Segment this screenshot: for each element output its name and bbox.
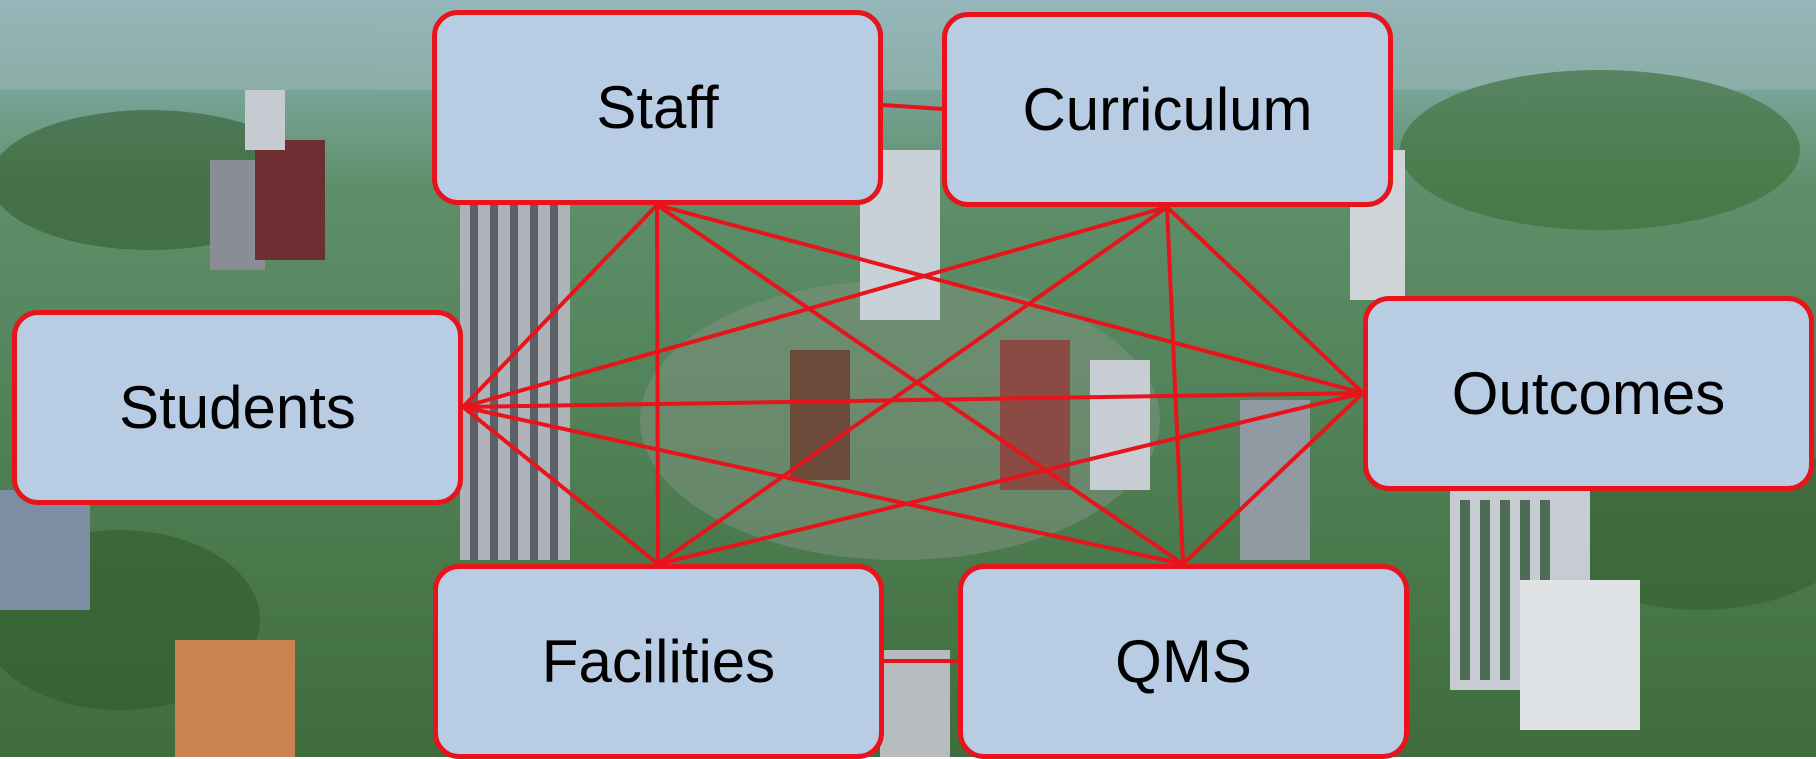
connector-curriculum-facilities: [656, 205, 1169, 566]
node-outcomes-label: Outcomes: [1451, 359, 1726, 427]
node-students-label: Students: [119, 373, 356, 441]
node-facilities-label: Facilities: [541, 627, 776, 695]
connector-students-facilities: [461, 405, 660, 566]
connector-curriculum-students: [462, 205, 1168, 409]
node-staff-label: Staff: [596, 73, 719, 141]
connector-staff-facilities: [655, 204, 660, 565]
connector-students-qms: [462, 405, 1184, 566]
connector-staff-students: [461, 203, 659, 409]
node-students[interactable]: Students: [12, 310, 463, 505]
node-outcomes[interactable]: Outcomes: [1363, 296, 1814, 491]
connector-staff-qms: [655, 203, 1185, 566]
connector-outcomes-facilities: [657, 391, 1364, 566]
node-facilities[interactable]: Facilities: [433, 564, 884, 759]
connector-staff-curriculum: [882, 103, 943, 111]
connector-outcomes-qms: [1181, 391, 1365, 566]
node-staff[interactable]: Staff: [432, 10, 883, 205]
node-curriculum[interactable]: Curriculum: [942, 12, 1393, 207]
node-qms-label: QMS: [1115, 627, 1252, 695]
connector-curriculum-qms: [1165, 206, 1185, 565]
connector-students-outcomes: [462, 391, 1364, 409]
node-qms[interactable]: QMS: [958, 564, 1409, 759]
connector-curriculum-outcomes: [1165, 205, 1365, 395]
connector-lines: [461, 103, 1365, 663]
node-curriculum-label: Curriculum: [1022, 75, 1313, 143]
connector-staff-outcomes: [656, 203, 1364, 395]
